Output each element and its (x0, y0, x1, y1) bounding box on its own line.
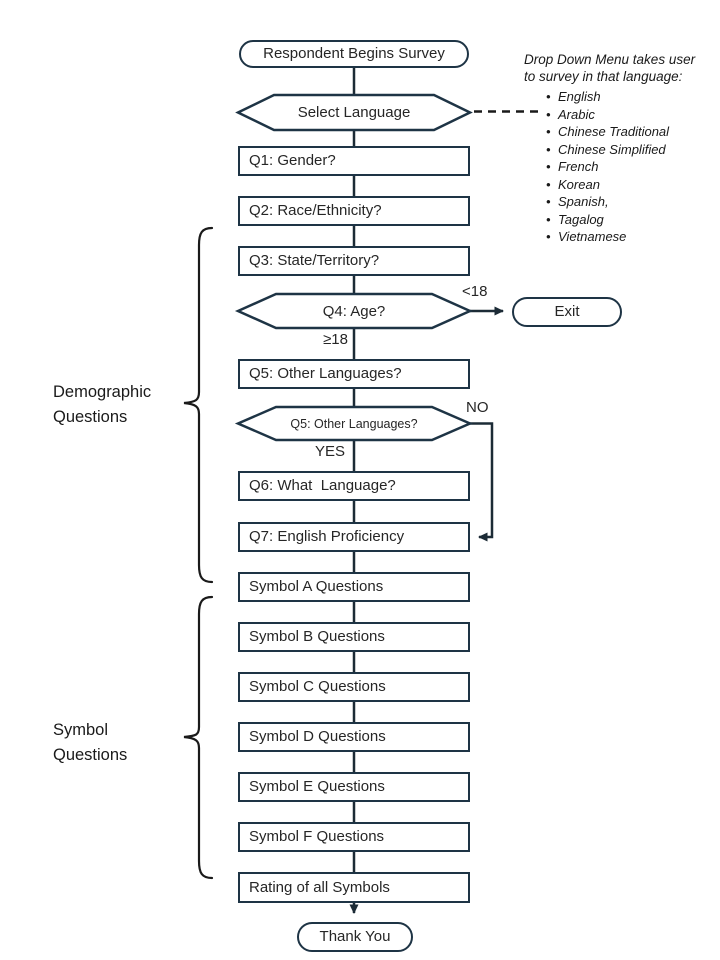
annotation-title: Drop Down Menu takes user to survey in t… (524, 52, 696, 84)
flow-box-q1-gender: Q1: Gender? (238, 146, 470, 176)
flow-box-q7-english-proficiency: Q7: English Proficiency (238, 522, 470, 552)
bullet-icon: • (546, 106, 551, 122)
flow-box-q3-state-territory: Q3: State/Territory? (238, 246, 470, 276)
branch-label-under-18: <18 (462, 283, 488, 300)
bullet-icon: • (546, 124, 551, 139)
language-item-label: English (558, 89, 601, 104)
bullet-icon: • (546, 89, 551, 104)
flow-box-rating: Rating of all Symbols (238, 872, 470, 903)
flow-box-symbol-e: Symbol E Questions (238, 772, 470, 802)
flow-box-q6-what-language: Q6: What Language? (238, 471, 470, 501)
language-item: • Vietnamese (524, 228, 714, 246)
language-item-label: Chinese Simplified (558, 141, 666, 157)
terminator-exit: Exit (512, 297, 622, 327)
bullet-icon: • (546, 159, 551, 174)
bullet-icon: • (546, 194, 551, 209)
bullet-icon: • (546, 176, 551, 192)
branch-label-18-or-over: ≥18 (323, 331, 348, 348)
bullet-icon: • (546, 141, 551, 157)
terminator-thank-you: Thank You (297, 922, 413, 952)
language-item-label: Arabic (558, 106, 595, 122)
language-item: • Chinese Traditional (524, 123, 714, 141)
language-item-label: Korean (558, 176, 600, 192)
language-item: • Korean (524, 176, 714, 194)
language-item-label: French (558, 159, 599, 174)
language-item-label: Vietnamese (558, 229, 627, 244)
flow-box-symbol-a: Symbol A Questions (238, 572, 470, 602)
hexagon-label-q5-other-languages: Q5: Other Languages? (290, 416, 418, 431)
branch-label-no: NO (466, 399, 489, 416)
flow-box-symbol-c: Symbol C Questions (238, 672, 470, 702)
hexagon-q4-age (234, 292, 474, 330)
hexagon-label-select-language: Select Language (297, 104, 411, 121)
connector-no-branch-arrow (470, 422, 494, 542)
bullet-icon: • (546, 211, 551, 227)
flow-box-symbol-d: Symbol D Questions (238, 722, 470, 752)
language-list: • English • Arabic • Chinese Traditional • C… (524, 88, 714, 246)
group-label-symbol-questions: Symbol Questions (53, 721, 128, 764)
flow-box-symbol-b: Symbol B Questions (238, 622, 470, 652)
hexagon-q5-other-languages (234, 405, 474, 442)
bullet-icon: • (546, 229, 551, 244)
brace-symbol (183, 595, 214, 880)
language-item-label: Tagalog (558, 211, 604, 227)
language-item: • English (524, 88, 714, 106)
hexagon-select-language (235, 93, 473, 132)
language-item-label: Spanish, (558, 194, 609, 209)
flow-box-symbol-f: Symbol F Questions (238, 822, 470, 852)
flow-box-q2-race-ethnicity: Q2: Race/Ethnicity? (238, 196, 470, 226)
terminator-start: Respondent Begins Survey (239, 40, 469, 68)
brace-demographic (183, 226, 214, 584)
language-item: • Arabic (524, 106, 714, 124)
language-annotation: Drop Down Menu takes user to survey in t… (524, 51, 714, 246)
flow-box-q5-other-languages: Q5: Other Languages? (238, 359, 470, 389)
language-item: • French (524, 158, 714, 176)
language-item: • Tagalog (524, 211, 714, 229)
language-item: • Chinese Simplified (524, 141, 714, 159)
group-label-demographic-questions: Demographic Questions (53, 383, 152, 426)
language-item: • Spanish, (524, 193, 714, 211)
language-item-label: Chinese Traditional (558, 124, 670, 139)
hexagon-label-q4-age: Q4: Age? (322, 302, 386, 320)
branch-label-yes: YES (314, 443, 345, 460)
